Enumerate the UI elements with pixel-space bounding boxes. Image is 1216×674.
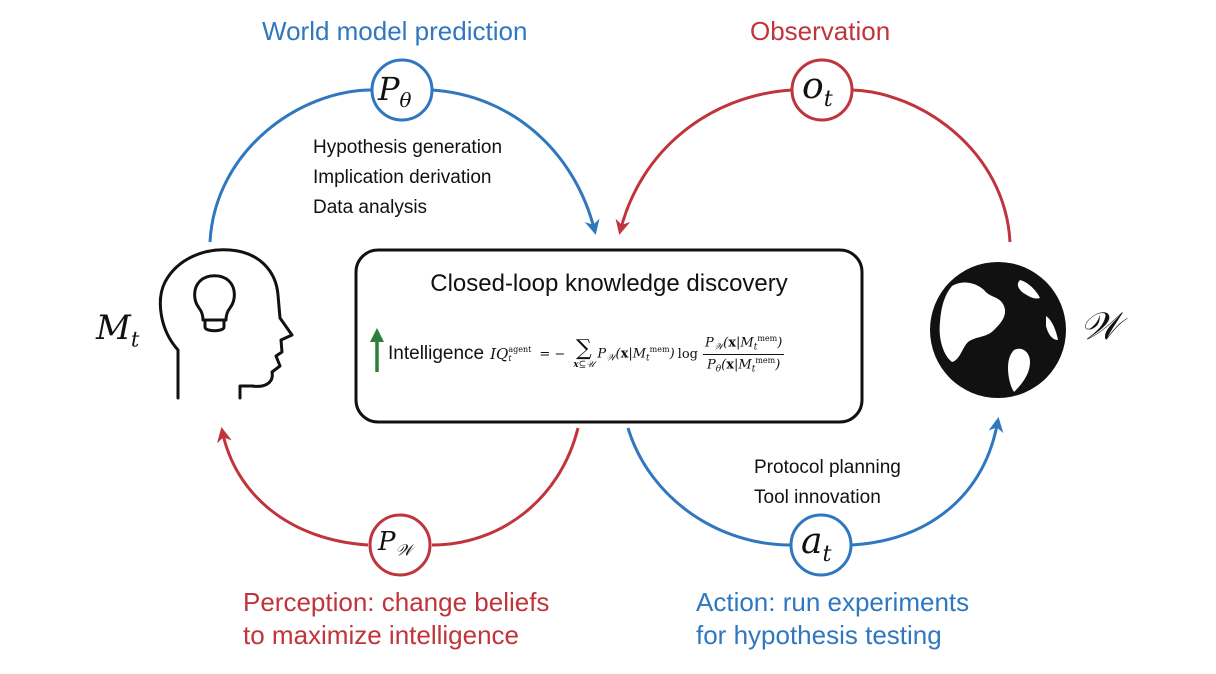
- node-o-t-circle: [790, 58, 854, 122]
- action-line-2: for hypothesis testing: [696, 620, 942, 650]
- node-o-t: ot: [802, 66, 833, 112]
- box-title: Closed-loop knowledge discovery: [430, 270, 788, 297]
- node-p-theta: Pθ: [378, 70, 412, 112]
- arc-box-to-action: [626, 427, 791, 547]
- perception-line-2: to maximize intelligence: [243, 620, 520, 650]
- node-p-theta-circle: [370, 58, 434, 122]
- task-item: Tool innovation: [754, 487, 881, 508]
- arc-observation: [851, 88, 1012, 243]
- arc-action-to-world: [851, 417, 1004, 547]
- action-line-1: Action: run experiments: [696, 587, 970, 617]
- world-model-prediction-label: World model prediction: [262, 16, 528, 46]
- arc-perception-to-head: [217, 427, 369, 547]
- arc-observation-to-box: [615, 88, 793, 235]
- node-p-w-circle: [368, 513, 432, 577]
- node-a-t: at: [801, 521, 832, 567]
- task-list-action: Protocol planning Tool innovation: [754, 453, 901, 513]
- memory-state-label: Mt: [96, 308, 140, 352]
- world-label: 𝒲: [1080, 304, 1120, 348]
- arc-world-model-prediction: [208, 88, 373, 243]
- intelligence-word: Intelligence: [388, 343, 485, 364]
- node-p-w: P𝒲: [378, 527, 413, 560]
- node-a-t-circle: [789, 513, 853, 577]
- task-item: Implication derivation: [313, 167, 492, 188]
- perception-line-1: Perception: change beliefs: [243, 587, 550, 617]
- observation-label: Observation: [750, 16, 891, 46]
- globe-icon: [930, 262, 1066, 398]
- arc-box-to-perception: [431, 427, 580, 547]
- arc-prediction-to-box: [431, 88, 600, 235]
- up-arrow-icon: [370, 328, 384, 372]
- task-item: Data analysis: [313, 197, 428, 218]
- task-item: Hypothesis generation: [313, 137, 503, 158]
- center-box: [354, 248, 864, 424]
- action-label: Action: run experiments for hypothesis t…: [696, 586, 969, 652]
- head-with-lightbulb-icon: [158, 248, 294, 400]
- task-list-prediction: Hypothesis generation Implication deriva…: [313, 133, 502, 223]
- perception-label: Perception: change beliefs to maximize i…: [243, 586, 549, 652]
- task-item: Protocol planning: [754, 457, 901, 478]
